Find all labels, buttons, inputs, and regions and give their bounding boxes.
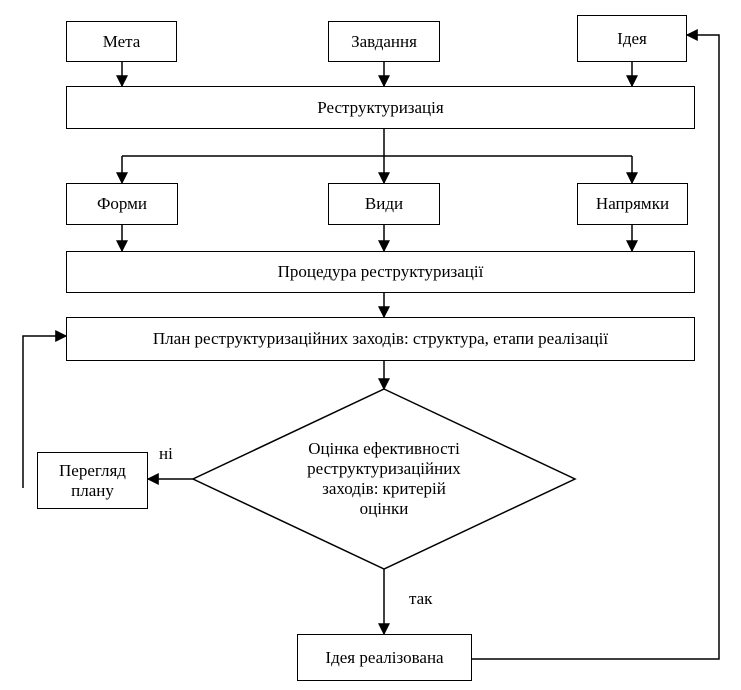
box-forms: Форми bbox=[66, 183, 178, 225]
box-types-label: Види bbox=[364, 194, 404, 213]
box-types: Види bbox=[328, 183, 440, 225]
box-directions: Напрямки bbox=[577, 183, 688, 225]
box-restructuring-label: Реструктуризація bbox=[317, 97, 444, 117]
box-forms-label: Форми bbox=[96, 194, 148, 213]
box-idea-implemented: Ідея реалізована bbox=[297, 634, 472, 681]
box-tasks: Завдання bbox=[328, 21, 440, 62]
box-procedure-label: Процедура реструктуризації bbox=[277, 262, 484, 281]
box-idea-label: Ідея bbox=[617, 28, 647, 48]
box-plan-label: План реструктуризаційних заходів: структ… bbox=[152, 329, 609, 348]
box-plan: План реструктуризаційних заходів: структ… bbox=[66, 317, 695, 361]
label-no: ні bbox=[159, 444, 173, 463]
box-review-plan: Перегляд плану bbox=[37, 452, 148, 509]
decision-text: Оцінка ефективності реструктуризаційних … bbox=[264, 429, 504, 529]
box-review-line-1: Перегляд bbox=[59, 460, 126, 480]
box-idea-implemented-label: Ідея реалізована bbox=[325, 647, 444, 667]
decision-line-4: оцінки bbox=[359, 499, 409, 518]
decision-line-1: Оцінка ефективності bbox=[308, 439, 460, 458]
box-tasks-label: Завдання bbox=[351, 31, 417, 51]
label-yes: так bbox=[409, 589, 433, 608]
arrow-review-to-plan bbox=[22, 330, 68, 488]
box-goal-label: Мета bbox=[102, 31, 141, 51]
box-review-line-2: плану bbox=[71, 480, 114, 500]
box-procedure: Процедура реструктуризації bbox=[66, 251, 695, 293]
box-goal: Мета bbox=[66, 21, 177, 62]
arrow-implemented-to-idea bbox=[472, 29, 720, 660]
decision-line-2: реструктуризаційних bbox=[307, 459, 461, 478]
box-idea: Ідея bbox=[577, 15, 687, 62]
box-directions-label: Напрямки bbox=[595, 194, 670, 213]
decision-line-3: заходів: критерій bbox=[322, 479, 446, 498]
box-restructuring: Реструктуризація bbox=[66, 86, 695, 129]
decision-diamond bbox=[191, 388, 577, 570]
